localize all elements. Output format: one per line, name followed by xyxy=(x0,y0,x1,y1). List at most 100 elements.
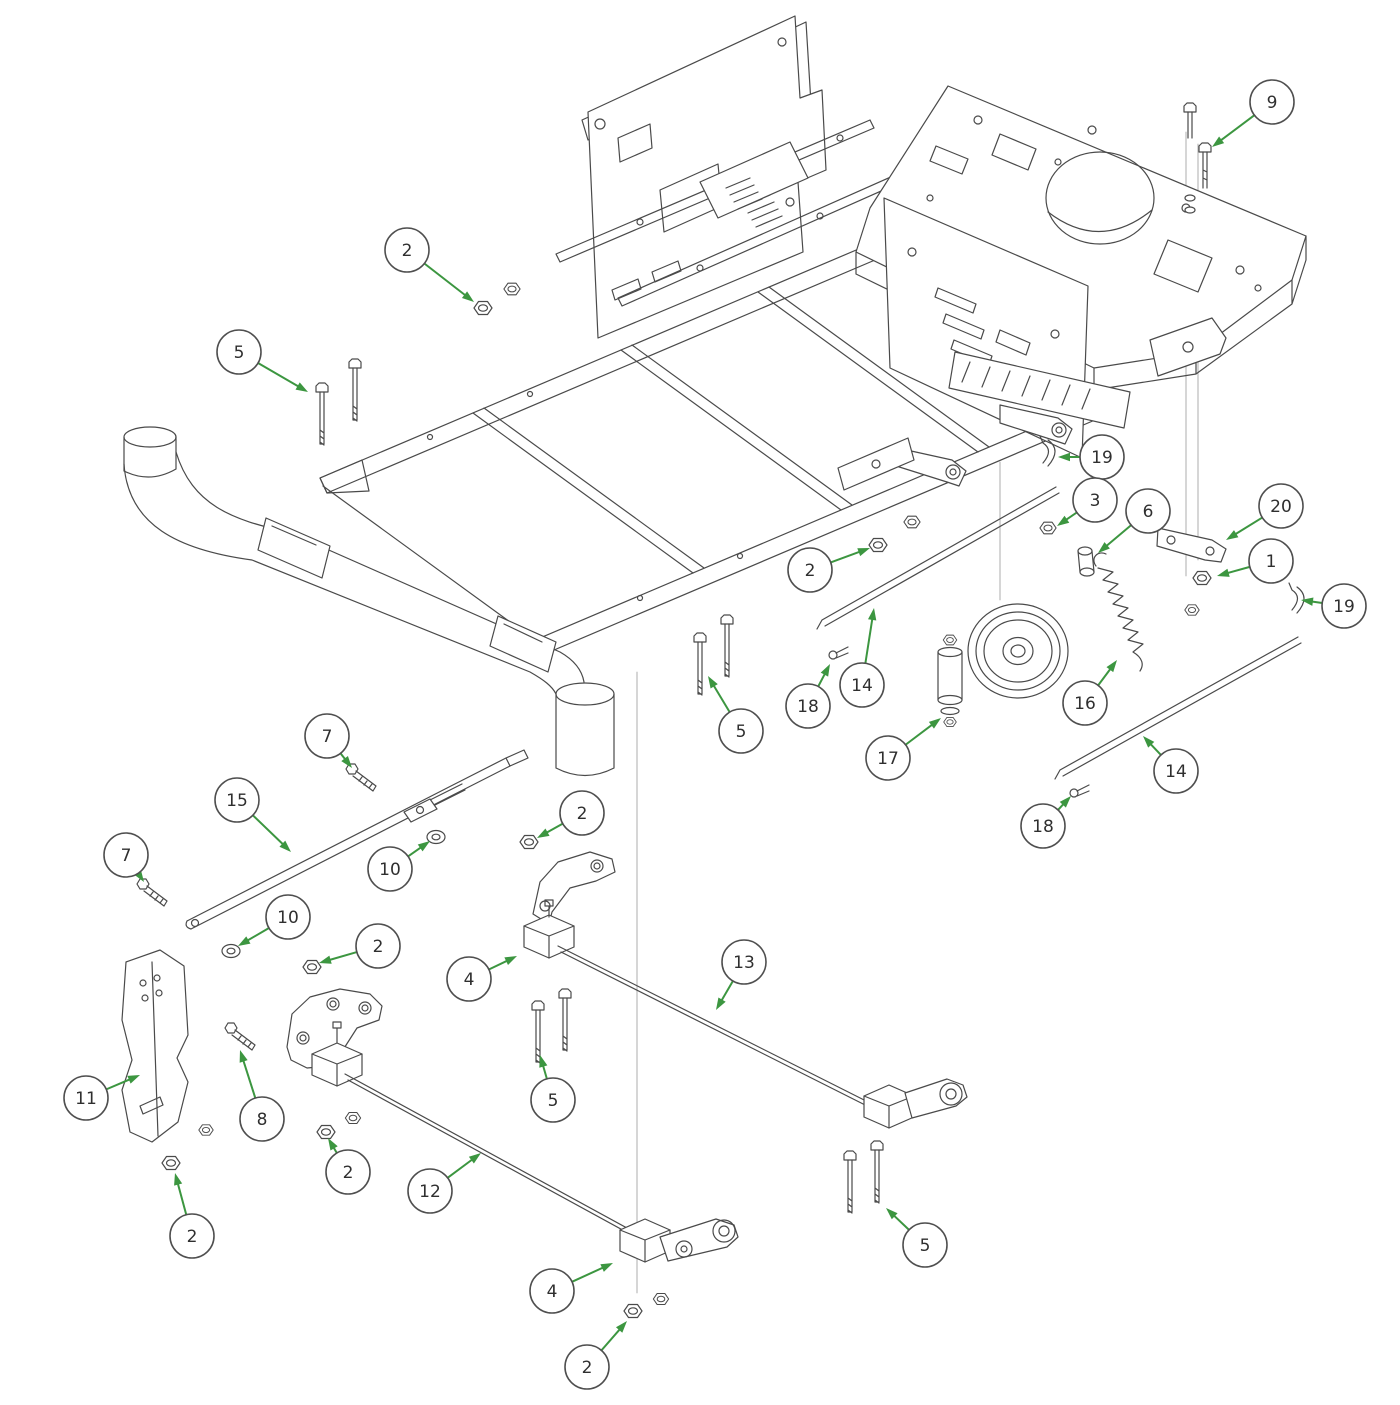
leader-arrowhead xyxy=(174,1173,183,1186)
balloon-circle xyxy=(265,894,311,940)
hex-bolt xyxy=(870,1140,884,1204)
callout-11: 11 xyxy=(63,1075,140,1121)
balloon-circle xyxy=(1321,583,1367,629)
machine-line-art xyxy=(121,15,1307,1319)
tube-mount-plates xyxy=(257,517,557,673)
leader-line xyxy=(1225,565,1251,575)
hex-nut xyxy=(473,300,493,316)
balloon-circle xyxy=(384,227,430,273)
cotter-clip xyxy=(828,646,849,660)
leader-arrowhead xyxy=(328,1138,338,1151)
balloon-number: 2 xyxy=(343,1163,354,1183)
hex-bolt xyxy=(224,1022,256,1051)
leader-line xyxy=(1104,524,1132,548)
leader-arrowhead xyxy=(868,608,877,621)
balloon-number: 2 xyxy=(373,937,384,957)
pulley-groove-outer xyxy=(975,611,1061,691)
balloon-circle xyxy=(785,683,831,729)
hex-bolt xyxy=(558,988,572,1052)
leader-arrowhead xyxy=(239,1050,248,1063)
hex-nut xyxy=(1184,604,1200,616)
balloon-number: 2 xyxy=(402,241,413,261)
balloon-number: 4 xyxy=(547,1282,558,1302)
leader-arrowhead xyxy=(820,664,830,677)
balloon-number: 8 xyxy=(257,1110,268,1130)
hex-bolt xyxy=(531,1000,545,1064)
front-lift-shaft-assembly xyxy=(523,851,968,1214)
balloon-circle xyxy=(214,777,260,823)
flat-washer xyxy=(426,829,446,845)
leader-arrowhead xyxy=(857,548,870,557)
balloon-circle xyxy=(103,832,149,878)
balloon-number: 4 xyxy=(464,970,475,990)
frame-gusset xyxy=(319,459,370,494)
hex-nut xyxy=(519,834,539,850)
hex-bolt xyxy=(843,1150,857,1214)
bracket-slot xyxy=(139,1096,164,1115)
callout-5: 5 xyxy=(216,329,308,392)
spacer-bottom xyxy=(1079,567,1095,577)
pulley-bore xyxy=(1010,644,1026,658)
balloon-circle xyxy=(559,790,605,836)
balloon-number: 5 xyxy=(736,722,747,742)
callout-2: 2 xyxy=(319,923,401,969)
balloon-number: 6 xyxy=(1143,502,1154,522)
leader-line xyxy=(447,1157,475,1179)
extension-spring xyxy=(1093,552,1144,672)
balloon-circle xyxy=(355,923,401,969)
pivot-block-bolt xyxy=(332,1021,342,1044)
keps-washer xyxy=(1184,206,1196,214)
leader-arrowhead xyxy=(539,1055,548,1068)
leader-arrowhead xyxy=(1143,736,1155,748)
balloon-circle xyxy=(787,547,833,593)
balloon-number: 18 xyxy=(797,697,819,717)
hex-bolt xyxy=(720,614,734,678)
balloon-number: 1 xyxy=(1266,552,1277,572)
callout-2: 2 xyxy=(325,1138,371,1195)
callout-14: 14 xyxy=(1143,736,1199,794)
pivot-block-bolt xyxy=(544,899,554,918)
balloon-circle xyxy=(839,662,885,708)
hex-nut xyxy=(943,717,957,727)
balloon-circle xyxy=(529,1268,575,1314)
leader-arrowhead xyxy=(537,828,550,838)
leader-line xyxy=(719,980,734,1003)
hanger-bracket xyxy=(837,437,915,491)
spacer-sides xyxy=(1077,550,1095,573)
pivot-block xyxy=(863,1084,915,1129)
leader-line xyxy=(176,1181,188,1216)
balloon-number: 10 xyxy=(277,908,299,928)
frame-clevis-arms xyxy=(837,404,1073,491)
balloon-number: 11 xyxy=(75,1089,97,1109)
leader-arrowhead xyxy=(716,997,726,1010)
channel-hatch xyxy=(961,361,1091,410)
balloon-number: 13 xyxy=(733,953,755,973)
hex-bolt xyxy=(136,878,168,907)
keps-washer xyxy=(1184,194,1196,202)
callout-5: 5 xyxy=(708,676,764,754)
leader-line xyxy=(864,616,874,664)
deck-opening-depth xyxy=(1047,209,1153,233)
leader-arrowhead xyxy=(1059,796,1071,808)
leader-arrowhead xyxy=(1212,136,1225,147)
leader-line xyxy=(245,927,270,943)
balloon-circle xyxy=(1125,488,1171,534)
leader-arrowhead xyxy=(319,955,332,964)
leader-arrowhead xyxy=(1057,515,1070,526)
leader-line xyxy=(252,814,286,847)
balloon-number: 5 xyxy=(548,1091,559,1111)
bracket-fold-line xyxy=(151,961,159,1137)
hex-nut xyxy=(316,1124,336,1140)
callout-2: 2 xyxy=(537,790,605,838)
balloon-circle xyxy=(1020,803,1066,849)
rear-tower-slot xyxy=(995,329,1031,356)
pulley-hub xyxy=(1002,636,1034,666)
leader-line xyxy=(241,1058,257,1099)
lift-shaft-12 xyxy=(344,1073,653,1247)
callout-15: 15 xyxy=(214,777,291,852)
hex-nut xyxy=(623,1303,643,1319)
engine-mount-channel xyxy=(948,351,1131,429)
balloon-circle xyxy=(564,1344,610,1390)
